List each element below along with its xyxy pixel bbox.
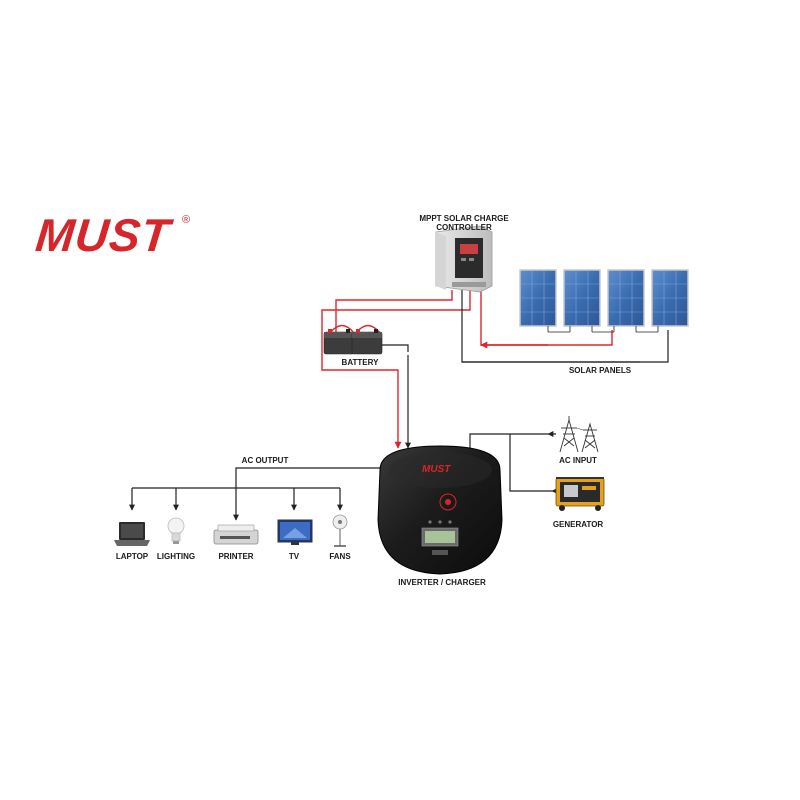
printer-label: PRINTER bbox=[218, 552, 254, 561]
generator-icon bbox=[555, 477, 605, 511]
fans-label: FANS bbox=[329, 552, 351, 561]
solar-panel-icon bbox=[519, 269, 557, 327]
lightbulb-icon bbox=[167, 517, 185, 544]
controller-label-line1: MPPT SOLAR CHARGE bbox=[419, 214, 509, 223]
tv-icon bbox=[277, 519, 313, 545]
inverter-label: INVERTER / CHARGER bbox=[398, 578, 486, 587]
printer-icon bbox=[213, 524, 259, 545]
battery-icon bbox=[323, 329, 383, 355]
solar-panel-icon bbox=[607, 269, 645, 327]
solar-panel-array bbox=[519, 269, 689, 333]
fan-icon bbox=[332, 514, 348, 547]
lighting-label: LIGHTING bbox=[156, 552, 196, 561]
solar-panel-icon bbox=[651, 269, 689, 327]
dc-wiring bbox=[321, 290, 613, 449]
ac-wiring bbox=[129, 290, 669, 521]
laptop-label: LAPTOP bbox=[115, 552, 149, 561]
registered-mark: ® bbox=[182, 214, 191, 226]
svg-text:MUST: MUST bbox=[422, 464, 451, 475]
solar-panels-label: SOLAR PANELS bbox=[568, 366, 632, 375]
ac-output-label: AC OUTPUT bbox=[241, 456, 289, 465]
power-tower-icon bbox=[559, 416, 599, 453]
battery-label: BATTERY bbox=[341, 358, 379, 367]
inverter-icon: MUST bbox=[377, 445, 503, 575]
generator-label: GENERATOR bbox=[552, 520, 604, 529]
ac-input-label: AC INPUT bbox=[559, 456, 597, 465]
laptop-icon bbox=[114, 522, 150, 546]
tv-label: TV bbox=[288, 552, 300, 561]
charge-controller-icon bbox=[435, 225, 493, 293]
solar-panel-icon bbox=[563, 269, 601, 327]
controller-label-line2: CONTROLLER bbox=[436, 223, 492, 232]
